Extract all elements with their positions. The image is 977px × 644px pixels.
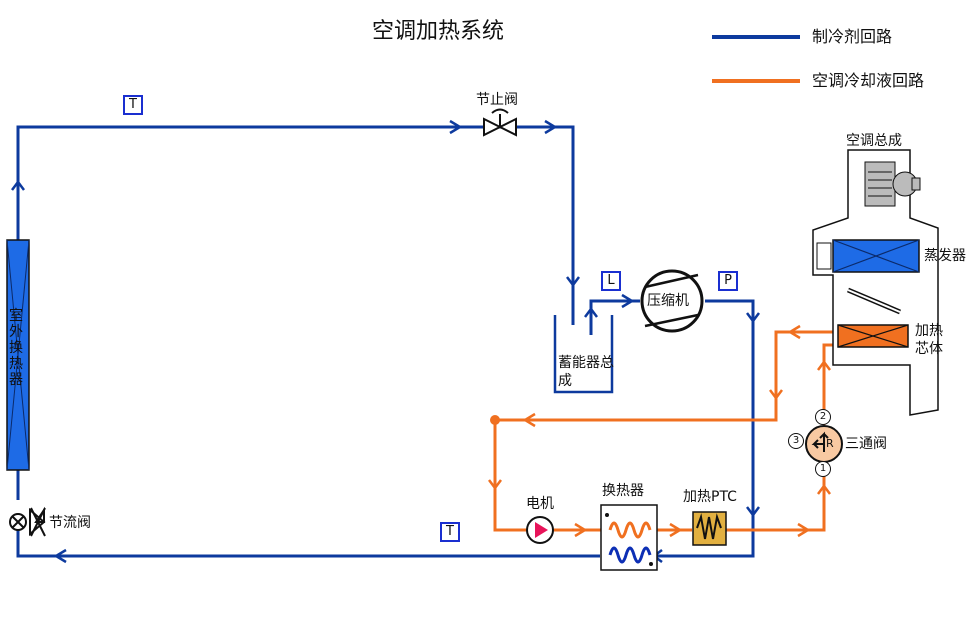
valve-port-1: 1 xyxy=(815,461,831,477)
diagram-title: 空调加热系统 xyxy=(372,19,505,44)
motor-label: 电机 xyxy=(526,496,554,512)
legend-coolant-label: 空调冷却液回路 xyxy=(812,71,925,90)
expansion-valve-label: 节流阀 xyxy=(49,515,91,531)
ptc-heater-label: 加热PTC xyxy=(683,489,737,505)
three-way-valve-icon xyxy=(805,425,843,463)
accumulator xyxy=(553,315,614,394)
hvac-assembly xyxy=(812,149,939,416)
level-sensor: L xyxy=(601,271,621,291)
outdoor-hx-label: 室外换热器 xyxy=(9,308,23,388)
valve-port-2: 2 xyxy=(815,409,831,425)
heater-core-label: 加热芯体 xyxy=(915,323,943,357)
ptc-heater-icon xyxy=(692,511,727,546)
pump-icon xyxy=(526,516,554,544)
hvac-assembly-label: 空调总成 xyxy=(846,133,902,149)
pressure-sensor: P xyxy=(718,271,738,291)
legend-refrigerant-label: 制冷剂回路 xyxy=(812,27,893,46)
coolant-arrows xyxy=(488,324,831,538)
shutoff-valve-icon xyxy=(483,108,517,137)
valve-rotor-label: R xyxy=(826,437,834,450)
heat-exchanger-label: 换热器 xyxy=(602,483,644,499)
refrigerant-arrows xyxy=(11,119,760,564)
coolant-junction xyxy=(490,415,500,425)
accumulator-label: 蓄能器总成 xyxy=(558,355,614,389)
expansion-valve-icon xyxy=(9,506,46,537)
valve-port-3: 3 xyxy=(788,433,804,449)
outdoor-heat-exchanger xyxy=(6,239,30,471)
heat-exchanger-icon xyxy=(600,504,658,571)
evaporator-label: 蒸发器 xyxy=(924,248,966,264)
compressor-label: 压缩机 xyxy=(647,293,689,309)
temp-sensor-top: T xyxy=(123,95,143,115)
shutoff-valve-label: 节止阀 xyxy=(476,92,518,108)
three-way-valve-label: 三通阀 xyxy=(845,436,887,452)
temp-sensor-bottom: T xyxy=(440,522,460,542)
compressor-icon xyxy=(640,269,704,333)
